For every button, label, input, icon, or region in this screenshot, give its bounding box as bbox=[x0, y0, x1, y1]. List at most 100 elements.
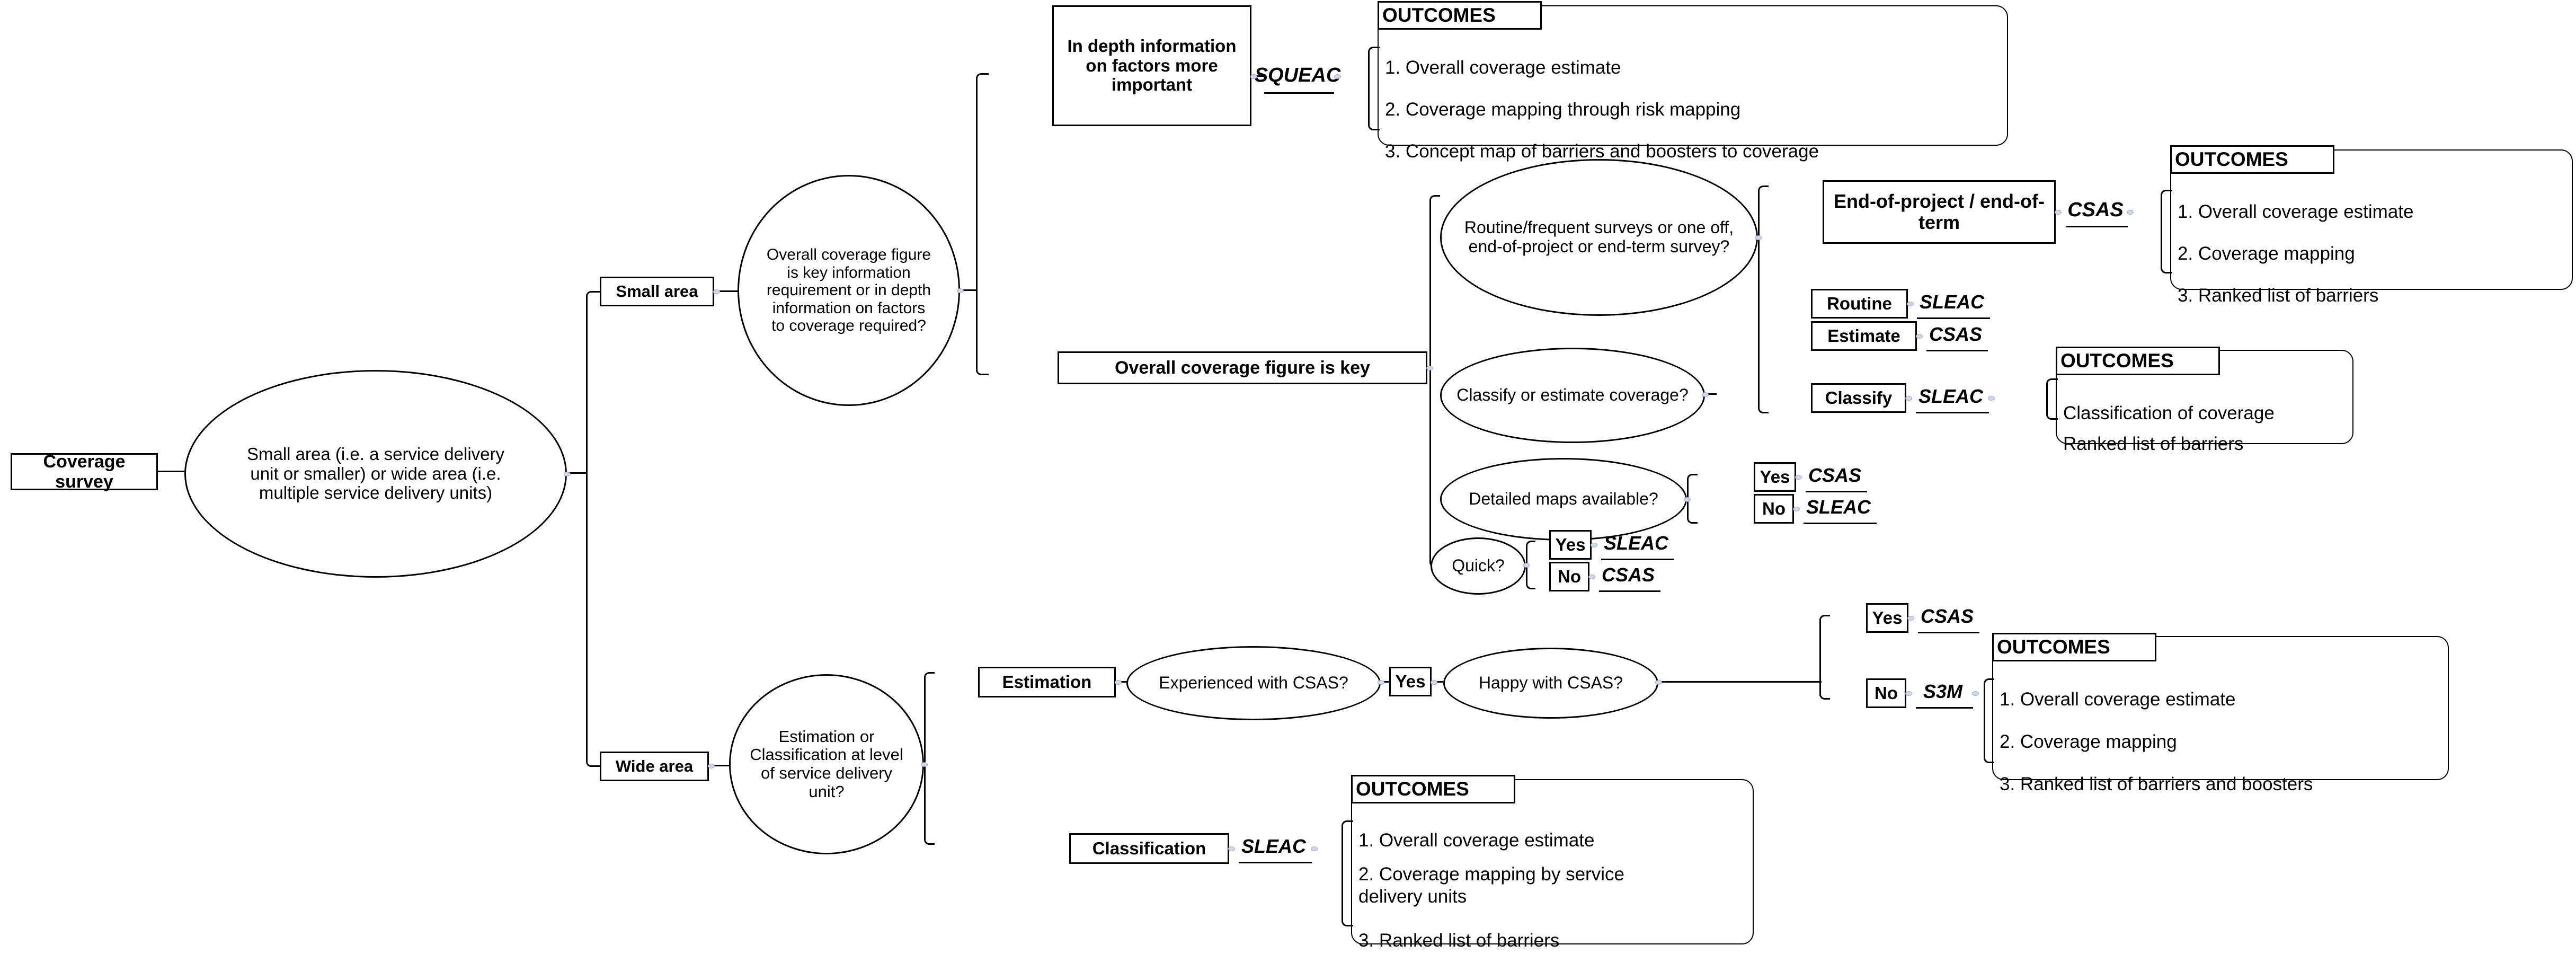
node-question-classify-or-estimate[interactable]: Classify or estimate coverage? bbox=[1440, 348, 1705, 443]
outcomes-s3m-title: OUTCOMES bbox=[1992, 633, 2156, 661]
node-small-area[interactable]: Small area bbox=[600, 277, 714, 306]
node-coverage-survey[interactable]: Coverage survey bbox=[11, 451, 158, 492]
handle-sleac-classification-right[interactable] bbox=[1311, 846, 1318, 851]
node-estimate[interactable]: Estimate bbox=[1811, 321, 1917, 351]
method-label: CSAS bbox=[1808, 464, 1862, 486]
node-question-routine-or-oneoff[interactable]: Routine/frequent surveys or one off, end… bbox=[1440, 159, 1758, 316]
handle-classification-right[interactable] bbox=[1228, 846, 1235, 851]
outcomes-squeac-title: OUTCOMES bbox=[1378, 1, 1542, 30]
node-quick-yes[interactable]: Yes bbox=[1549, 530, 1592, 560]
handle-routine-q-right[interactable] bbox=[1755, 235, 1762, 240]
method-label: SLEAC bbox=[1603, 532, 1668, 554]
handle-squeac-right[interactable] bbox=[1334, 74, 1341, 79]
handle-small-area-right[interactable] bbox=[713, 289, 720, 294]
node-classify[interactable]: Classify bbox=[1811, 383, 1906, 413]
connector-happy-to-bracket bbox=[1658, 681, 1822, 683]
handle-happy-yes-right[interactable] bbox=[1907, 616, 1914, 621]
node-question-quick[interactable]: Quick? bbox=[1431, 537, 1526, 595]
method-label: CSAS bbox=[1601, 563, 1655, 586]
method-label: S3M bbox=[1923, 680, 1963, 702]
method-csas-endofproject[interactable]: CSAS bbox=[2064, 194, 2127, 226]
method-sleac-classification[interactable]: SLEAC bbox=[1237, 831, 1311, 862]
method-csas-estimate-underline bbox=[1926, 350, 1988, 351]
handle-routine-right[interactable] bbox=[1907, 302, 1914, 306]
node-classification[interactable]: Classification bbox=[1069, 833, 1229, 864]
method-squeac[interactable]: SQUEAC bbox=[1255, 58, 1341, 92]
handle-wide-q-right[interactable] bbox=[921, 762, 928, 767]
node-end-of-project[interactable]: End-of-project / end-of-term bbox=[1823, 180, 2056, 244]
node-routine[interactable]: Routine bbox=[1811, 289, 1908, 319]
node-label: Small area bbox=[616, 281, 698, 301]
node-label: No bbox=[1875, 683, 1898, 703]
method-csas-happy-yes-underline bbox=[1918, 632, 1979, 633]
handle-maps-q-right[interactable] bbox=[1684, 497, 1691, 502]
node-question-experienced-csas[interactable]: Experienced with CSAS? bbox=[1126, 646, 1381, 720]
handle-quick-no-right[interactable] bbox=[1588, 575, 1595, 579]
handle-small-info-right[interactable] bbox=[957, 288, 964, 293]
connector-classify-q-out bbox=[1705, 393, 1717, 395]
handle-s3m-right[interactable] bbox=[1972, 691, 1979, 696]
handle-area-right[interactable] bbox=[564, 472, 571, 476]
node-happy-yes[interactable]: Yes bbox=[1866, 603, 1908, 633]
node-question-detailed-maps[interactable]: Detailed maps available? bbox=[1440, 458, 1687, 541]
node-happy-no[interactable]: No bbox=[1866, 678, 1906, 708]
node-question-wide-estimation-classification[interactable]: Estimation or Classification at level of… bbox=[729, 674, 924, 854]
method-csas-maps-yes[interactable]: CSAS bbox=[1804, 460, 1866, 491]
handle-csas-endofproject-right[interactable] bbox=[2127, 210, 2134, 215]
node-question-happy-csas[interactable]: Happy with CSAS? bbox=[1443, 648, 1658, 719]
method-sleac-routine[interactable]: SLEAC bbox=[1915, 287, 1989, 317]
connector-estimation-to-experienced bbox=[1118, 681, 1127, 683]
node-question-small-info[interactable]: Overall coverage figure is key informati… bbox=[738, 175, 960, 406]
handle-quick-yes-right[interactable] bbox=[1591, 543, 1597, 547]
outcomes-csas-item-2: 2. Coverage mapping bbox=[2178, 243, 2355, 264]
node-quick-no[interactable]: No bbox=[1549, 562, 1589, 591]
handle-experienced-right[interactable] bbox=[1378, 680, 1384, 685]
method-s3m[interactable]: S3M bbox=[1914, 676, 1972, 707]
node-label: Classify or estimate coverage? bbox=[1456, 385, 1689, 405]
handle-indepth-right[interactable] bbox=[1250, 74, 1257, 79]
node-label: In depth information on factors more imp… bbox=[1067, 36, 1237, 95]
method-csas-estimate[interactable]: CSAS bbox=[1924, 319, 1987, 350]
handle-wide-area-right[interactable] bbox=[708, 764, 715, 768]
handle-maps-no-right[interactable] bbox=[1793, 507, 1800, 511]
node-estimation[interactable]: Estimation bbox=[978, 667, 1116, 697]
outcomes-s3m-item-1: 1. Overall coverage estimate bbox=[2000, 689, 2236, 710]
outcomes-classify-item-2: Ranked list of barriers bbox=[2063, 434, 2244, 455]
handle-classify-q-right[interactable] bbox=[1702, 392, 1709, 397]
handle-maps-yes-right[interactable] bbox=[1795, 475, 1802, 480]
node-question-area-size[interactable]: Small area (i.e. a service delivery unit… bbox=[184, 370, 567, 578]
method-sleac-quick-yes[interactable]: SLEAC bbox=[1599, 528, 1673, 559]
handle-coverage-key-right[interactable] bbox=[1426, 366, 1433, 370]
outcomes-s3m-item-3: 3. Ranked list of barriers and boosters bbox=[2000, 774, 2313, 795]
connector-small-to-q bbox=[716, 290, 738, 292]
handle-sleac-classify-right[interactable] bbox=[1988, 396, 1995, 401]
method-csas-happy-yes[interactable]: CSAS bbox=[1916, 601, 1978, 632]
method-sleac-maps-no[interactable]: SLEAC bbox=[1801, 492, 1876, 523]
node-experienced-yes[interactable]: Yes bbox=[1389, 667, 1432, 696]
handle-happy-right[interactable] bbox=[1655, 680, 1662, 685]
node-maps-yes[interactable]: Yes bbox=[1754, 462, 1796, 492]
node-wide-area[interactable]: Wide area bbox=[600, 752, 709, 781]
node-label: Overall coverage figure is key informati… bbox=[766, 246, 931, 335]
handle-end-of-project-right[interactable] bbox=[2055, 210, 2062, 215]
bracket-outcomes-squeac bbox=[1368, 47, 1380, 130]
method-sleac-classify[interactable]: SLEAC bbox=[1914, 381, 1988, 412]
handle-experienced-yes-right[interactable] bbox=[1431, 680, 1437, 685]
node-label: Yes bbox=[1555, 534, 1586, 554]
handle-classify-right[interactable] bbox=[1905, 396, 1912, 401]
node-maps-no[interactable]: No bbox=[1754, 494, 1794, 524]
handle-estimate-right[interactable] bbox=[1916, 334, 1923, 339]
handle-happy-no-right[interactable] bbox=[1905, 691, 1912, 696]
method-csas-quick-no[interactable]: CSAS bbox=[1597, 560, 1659, 590]
handle-quick-q-right[interactable] bbox=[1523, 563, 1530, 568]
node-label: Wide area bbox=[615, 756, 694, 775]
node-label: Routine bbox=[1827, 293, 1892, 313]
node-label: Experienced with CSAS? bbox=[1159, 673, 1348, 693]
method-csas-quick-no-underline bbox=[1599, 590, 1660, 592]
node-in-depth-information[interactable]: In depth information on factors more imp… bbox=[1052, 5, 1251, 126]
outcomes-sleac-wide-item-2: 2. Coverage mapping by service delivery … bbox=[1358, 864, 1624, 907]
node-overall-coverage-key[interactable]: Overall coverage figure is key bbox=[1058, 351, 1427, 384]
handle-estimation-right[interactable] bbox=[1115, 680, 1122, 685]
bracket-outcomes-classify bbox=[2046, 378, 2058, 420]
node-label: Coverage survey bbox=[43, 451, 126, 492]
